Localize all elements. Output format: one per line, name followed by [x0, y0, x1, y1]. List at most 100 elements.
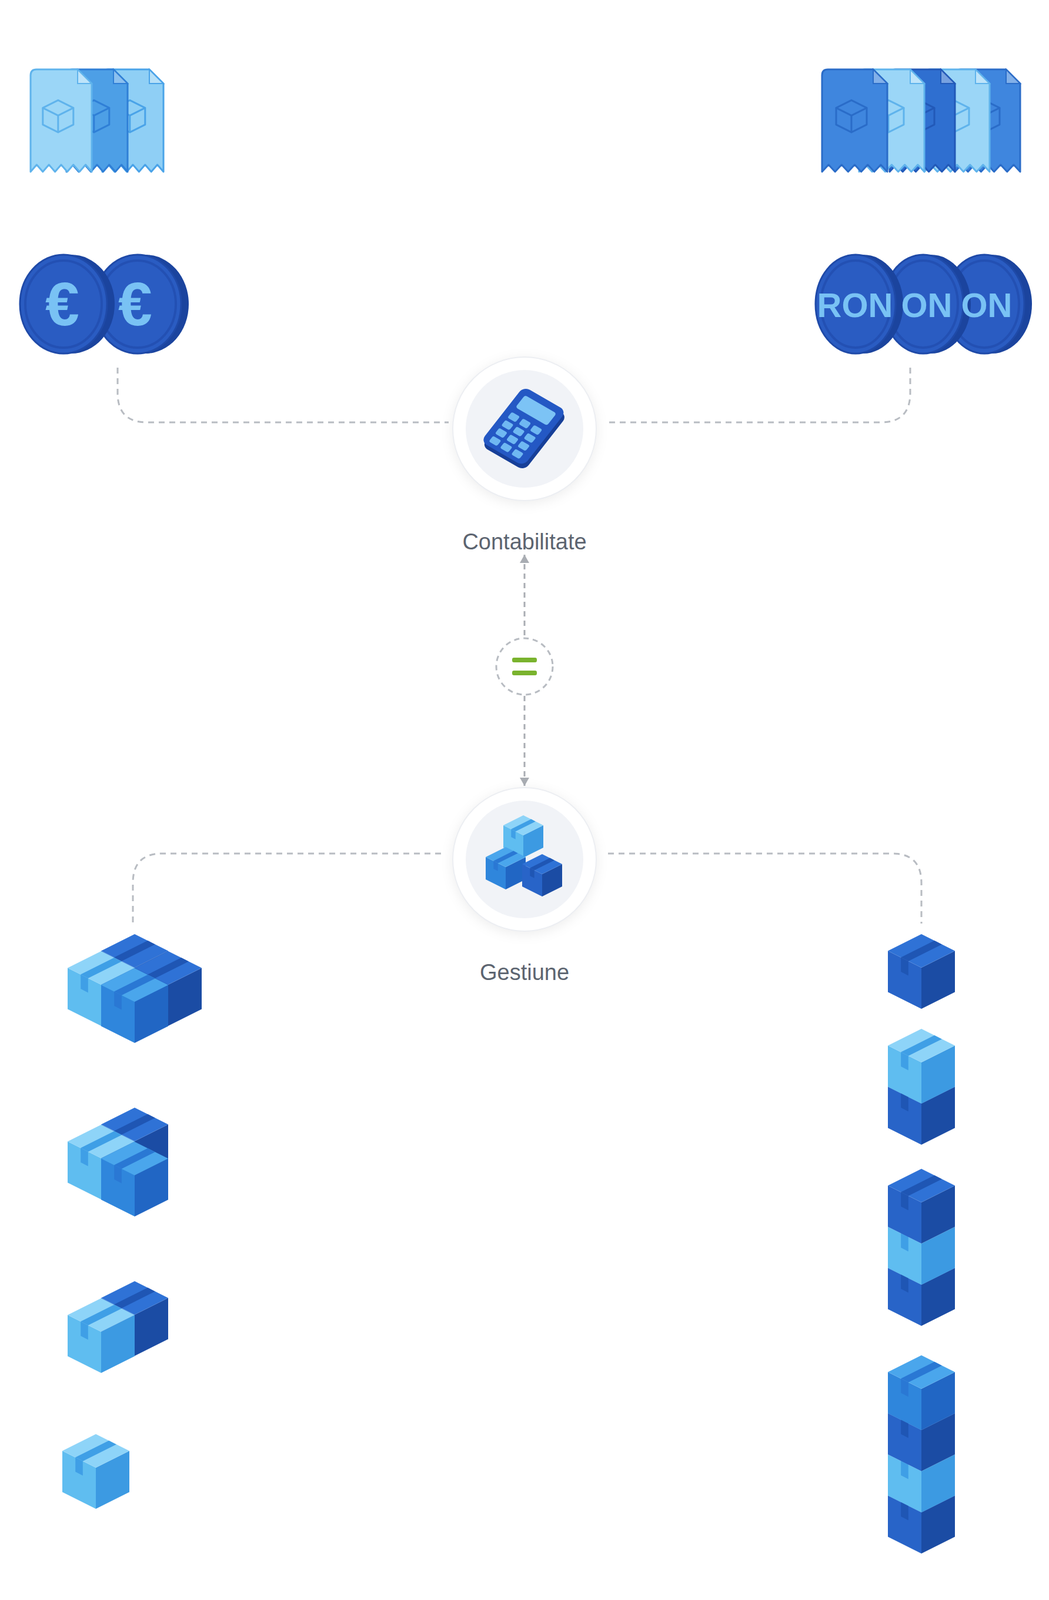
cube-face: [887, 1168, 955, 1202]
box-cube: [887, 1354, 955, 1430]
cube-tape: [510, 829, 516, 840]
dashed-link: [132, 853, 442, 924]
inner-circle: [465, 800, 584, 918]
cube-tape: [900, 1191, 909, 1211]
invoice-document: [30, 69, 92, 172]
calculator-key: [507, 411, 520, 423]
calculator-key: [510, 448, 524, 460]
dashed-link: [607, 853, 922, 924]
category-node: Gestiune: [448, 785, 601, 985]
cube-face: [887, 933, 955, 968]
boxes-icon: [485, 814, 563, 897]
dashed-link: [117, 367, 449, 423]
cube-tape: [493, 860, 498, 871]
coin: [19, 254, 115, 354]
document-fold: [910, 69, 925, 84]
cube-tape: [114, 1113, 156, 1135]
box-cube: [522, 853, 563, 897]
connector: [519, 554, 530, 786]
document-icon: [42, 99, 74, 133]
icon-sides: [836, 107, 867, 133]
coin: [815, 254, 904, 354]
icon-top: [42, 99, 74, 116]
cube-face: [67, 1297, 135, 1332]
cube-face: [503, 814, 544, 835]
coin-ring: [25, 260, 102, 348]
cube-tape: [80, 1321, 89, 1340]
calculator-key: [529, 424, 543, 436]
cube-tape: [80, 1130, 122, 1152]
cube-tape: [114, 974, 156, 995]
calculator-key: [500, 419, 514, 431]
calculator-icon: [478, 386, 570, 471]
cube-tape: [75, 1457, 83, 1476]
icon-sides: [42, 107, 74, 133]
coin-symbol: €: [45, 273, 80, 335]
cube-face: [101, 1141, 169, 1175]
box-cube: [887, 1168, 955, 1244]
icon-edge: [57, 115, 59, 133]
box-cube: [887, 1028, 955, 1104]
cube-tape: [529, 867, 534, 878]
dashed-links: [117, 367, 922, 924]
arrow-head: [519, 554, 530, 563]
icon-top: [836, 99, 867, 116]
cube-tape: [80, 974, 89, 993]
cube-tape: [75, 1440, 117, 1461]
document-sheet: [30, 69, 92, 172]
document-fold: [940, 69, 955, 84]
cube-tape: [900, 1174, 942, 1196]
dashed-link: [607, 367, 911, 423]
cube-face: [62, 1433, 130, 1468]
equals-bar: [512, 657, 537, 663]
box-cube: [101, 1141, 169, 1216]
cube-tape: [114, 1147, 156, 1169]
calculator-body: [480, 386, 567, 467]
cube-face: [887, 1028, 955, 1062]
cube-tape: [114, 991, 122, 1010]
calculator-key: [506, 433, 519, 445]
coin-symbol: ON: [901, 288, 953, 323]
invoice-document: [822, 69, 888, 172]
coin-face: [815, 254, 896, 354]
cube-tape: [900, 957, 909, 976]
document-fold: [113, 69, 128, 84]
cube-tape: [80, 957, 122, 978]
box-cube: [485, 846, 526, 890]
outer-circle: [452, 356, 597, 501]
node-circle: [448, 785, 601, 939]
coin-symbol: RON: [817, 288, 894, 323]
calculator-key: [523, 432, 536, 444]
cube-tape: [529, 857, 554, 871]
cube-tape: [147, 957, 189, 978]
cube-tape: [80, 1147, 89, 1167]
document-icon: [836, 99, 867, 133]
document-fold: [873, 69, 888, 84]
cube-tape: [114, 1287, 156, 1308]
cube-tape: [493, 850, 518, 864]
box-cube: [887, 933, 955, 1009]
coin-symbol: €: [118, 273, 153, 335]
cube-tape: [900, 1378, 909, 1397]
calculator-key: [499, 442, 513, 453]
outer-circle: [452, 787, 597, 931]
category-node: Contabilitate: [448, 355, 601, 555]
cube-face: [522, 853, 563, 874]
equals-circle: [496, 637, 553, 695]
arrow-head: [519, 777, 530, 786]
cube-face: [485, 846, 526, 867]
coin-symbol: ON: [961, 288, 1013, 323]
document-fold: [77, 69, 92, 84]
icon-edge: [128, 115, 131, 133]
coin-face: [19, 254, 108, 354]
document-fold: [975, 69, 990, 84]
cube-tape: [114, 1164, 122, 1184]
cube-tape: [900, 1361, 942, 1382]
cube-tape: [900, 1034, 942, 1056]
cube-face: [101, 967, 169, 1002]
box-cube: [101, 967, 169, 1043]
document-sheet: [822, 69, 888, 172]
